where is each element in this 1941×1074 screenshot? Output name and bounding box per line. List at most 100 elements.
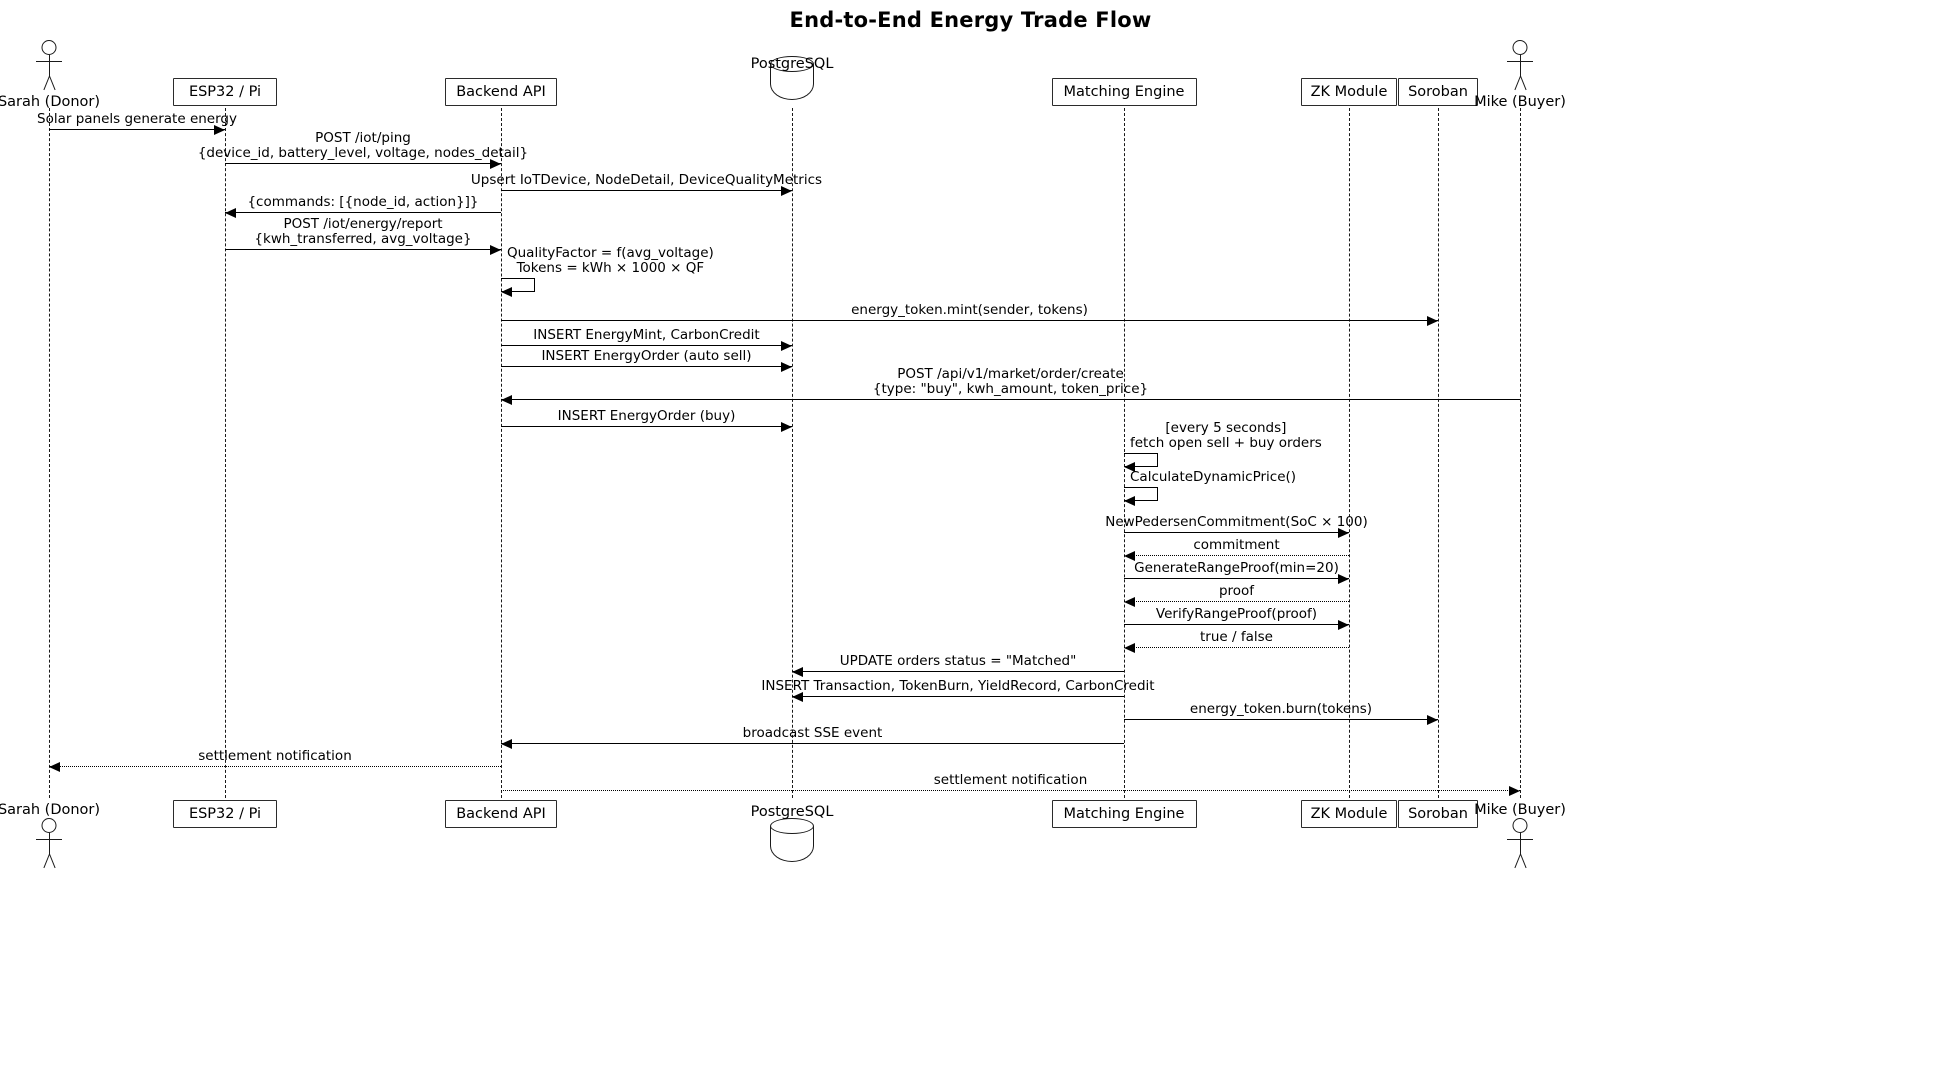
lifeline-zk bbox=[1349, 108, 1350, 798]
participant-backend[interactable]: Backend API bbox=[444, 800, 558, 828]
participant-label-postgres[interactable]: PostgreSQL bbox=[750, 56, 834, 72]
message-label: INSERT EnergyMint, CarbonCredit bbox=[317, 328, 977, 343]
message-label: Solar panels generate energy bbox=[0, 112, 467, 127]
message-label: proof bbox=[907, 584, 1567, 599]
message-line bbox=[1124, 532, 1349, 533]
actor-figure-sarah bbox=[36, 818, 62, 870]
message-arrowhead bbox=[490, 159, 501, 169]
message-line bbox=[501, 320, 1438, 321]
message-arrowhead bbox=[490, 245, 501, 255]
database-shape-postgres bbox=[770, 56, 814, 106]
participant-label: Matching Engine bbox=[1063, 806, 1185, 822]
message-label: energy_token.burn(tokens) bbox=[951, 702, 1611, 717]
message-label-line: Solar panels generate energy bbox=[37, 111, 237, 127]
message-label-line: broadcast SSE event bbox=[742, 725, 883, 741]
message-label: broadcast SSE event bbox=[483, 726, 1143, 741]
participant-label: Backend API bbox=[456, 806, 546, 822]
lifeline-backend bbox=[501, 108, 502, 798]
participant-label-postgres[interactable]: PostgreSQL bbox=[750, 804, 834, 820]
participant-label: ESP32 / Pi bbox=[188, 806, 262, 822]
database-shape-postgres bbox=[770, 818, 814, 868]
actor-head bbox=[41, 40, 57, 55]
actor-head bbox=[41, 818, 57, 833]
message-label-line: INSERT Transaction, TokenBurn, YieldReco… bbox=[761, 678, 1155, 694]
actor-body bbox=[1520, 55, 1521, 76]
message-label-line: {device_id, battery_level, voltage, node… bbox=[197, 144, 529, 161]
message-line bbox=[1124, 578, 1349, 579]
message-label-line: POST /iot/energy/report bbox=[283, 216, 443, 232]
participant-matching[interactable]: Matching Engine bbox=[1051, 78, 1197, 106]
message-arrowhead bbox=[1338, 574, 1349, 584]
participant-zk[interactable]: ZK Module bbox=[1301, 800, 1397, 828]
message-arrowhead bbox=[214, 125, 225, 135]
lifeline-mike bbox=[1520, 108, 1521, 798]
participant-label-sarah[interactable]: Sarah (Donor) bbox=[0, 94, 101, 110]
self-message-box bbox=[1124, 487, 1158, 501]
message-arrowhead bbox=[1124, 551, 1135, 561]
participant-backend[interactable]: Backend API bbox=[444, 78, 558, 106]
participant-esp32[interactable]: ESP32 / Pi bbox=[173, 800, 277, 828]
participant-label: Matching Engine bbox=[1063, 84, 1185, 100]
message-label-line: energy_token.burn(tokens) bbox=[1189, 701, 1373, 717]
message-arrowhead bbox=[1338, 620, 1349, 630]
message-label-line: Upsert IoTDevice, NodeDetail, DeviceQual… bbox=[470, 172, 823, 188]
message-label-line: Tokens = kWh × 1000 × QF bbox=[516, 259, 705, 276]
message-label: POST /iot/energy/report{kwh_transferred,… bbox=[33, 217, 693, 246]
message-arrowhead bbox=[1427, 715, 1438, 725]
lifeline-esp32 bbox=[225, 108, 226, 798]
participant-label-mike[interactable]: Mike (Buyer) bbox=[1474, 802, 1566, 818]
message-label-line: QualityFactor = f(avg_voltage) bbox=[507, 245, 714, 261]
message-label: POST /api/v1/market/order/create{type: "… bbox=[681, 367, 1341, 396]
message-line bbox=[501, 399, 1520, 400]
actor-arms bbox=[36, 839, 62, 840]
message-label-line: commitment bbox=[1193, 537, 1280, 553]
message-label-line: NewPedersenCommitment(SoC × 100) bbox=[1105, 514, 1368, 530]
message-line bbox=[49, 129, 225, 130]
self-message-box bbox=[1124, 453, 1158, 467]
message-label: CalculateDynamicPrice() bbox=[1130, 470, 1296, 485]
message-label: VerifyRangeProof(proof) bbox=[907, 607, 1567, 622]
actor-body bbox=[49, 55, 50, 76]
message-label-line: {type: "buy", kwh_amount, token_price} bbox=[872, 380, 1149, 397]
message-line bbox=[792, 671, 1124, 672]
participant-label: ESP32 / Pi bbox=[188, 84, 262, 100]
participant-label-sarah[interactable]: Sarah (Donor) bbox=[0, 802, 101, 818]
participant-soroban[interactable]: Soroban bbox=[1398, 78, 1478, 106]
participant-zk[interactable]: ZK Module bbox=[1301, 78, 1397, 106]
message-label-line: INSERT EnergyOrder (buy) bbox=[557, 408, 736, 424]
message-line bbox=[225, 212, 501, 213]
message-label: INSERT Transaction, TokenBurn, YieldReco… bbox=[628, 679, 1288, 694]
participant-label: ZK Module bbox=[1310, 84, 1388, 100]
message-label: Upsert IoTDevice, NodeDetail, DeviceQual… bbox=[317, 173, 977, 188]
participant-esp32[interactable]: ESP32 / Pi bbox=[173, 78, 277, 106]
message-arrowhead bbox=[792, 667, 803, 677]
message-label: [every 5 seconds]fetch open sell + buy o… bbox=[1130, 421, 1322, 450]
participant-matching[interactable]: Matching Engine bbox=[1051, 800, 1197, 828]
actor-legr bbox=[1520, 75, 1527, 91]
message-line bbox=[501, 366, 792, 367]
actor-arms bbox=[1507, 839, 1533, 840]
participant-soroban[interactable]: Soroban bbox=[1398, 800, 1478, 828]
message-arrowhead bbox=[781, 186, 792, 196]
message-arrowhead bbox=[225, 208, 236, 218]
message-label: INSERT EnergyOrder (auto sell) bbox=[317, 349, 977, 364]
message-line bbox=[501, 790, 1520, 791]
message-label-line: [every 5 seconds] bbox=[1165, 420, 1287, 436]
actor-body bbox=[49, 833, 50, 854]
lifeline-sarah bbox=[49, 108, 50, 798]
actor-head bbox=[1512, 818, 1528, 833]
participant-label: Backend API bbox=[456, 84, 546, 100]
message-label: QualityFactor = f(avg_voltage)Tokens = k… bbox=[507, 246, 714, 275]
message-arrowhead bbox=[1124, 643, 1135, 653]
actor-figure-mike bbox=[1507, 818, 1533, 870]
actor-figure-sarah bbox=[36, 40, 62, 92]
message-line bbox=[1124, 647, 1349, 648]
message-label: GenerateRangeProof(min=20) bbox=[907, 561, 1567, 576]
message-arrowhead bbox=[781, 422, 792, 432]
message-line bbox=[49, 766, 501, 767]
message-label-line: energy_token.mint(sender, tokens) bbox=[851, 302, 1088, 318]
message-arrowhead bbox=[49, 762, 60, 772]
participant-label-mike[interactable]: Mike (Buyer) bbox=[1474, 94, 1566, 110]
database-top bbox=[770, 818, 814, 834]
